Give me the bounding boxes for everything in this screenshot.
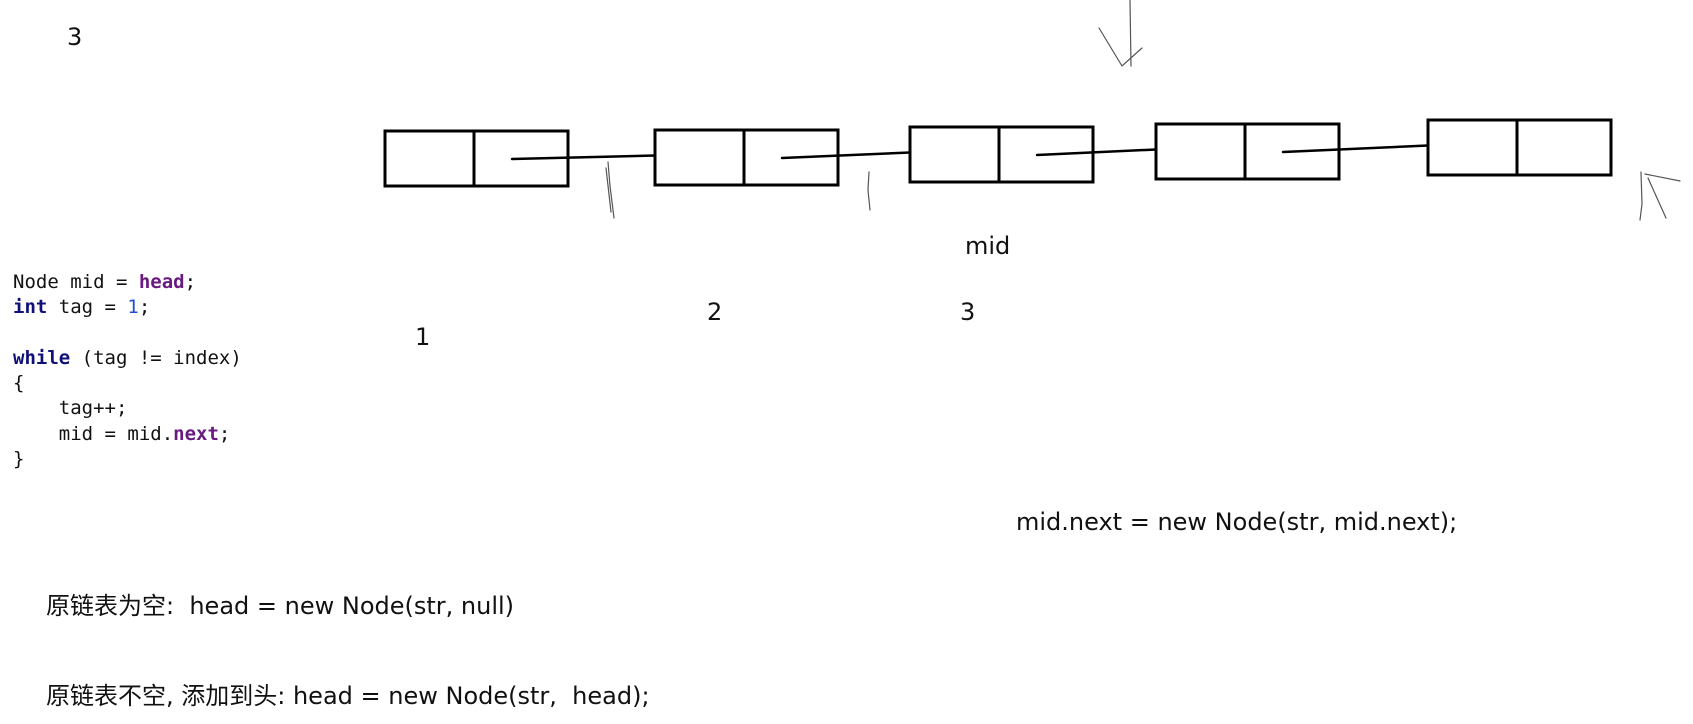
pencil-mark xyxy=(605,161,615,219)
list-node-4 xyxy=(1154,122,1341,181)
code-line: } xyxy=(13,447,242,472)
code-token: ; xyxy=(218,422,231,445)
down-arrow-icon xyxy=(1098,0,1143,67)
code-token: ; xyxy=(184,271,197,293)
top-left-count: 3 xyxy=(67,23,83,51)
code-snippet: Node mid = head;int tag = 1;​while (tag … xyxy=(13,270,242,472)
list-node-5 xyxy=(1426,118,1613,177)
list-node-2 xyxy=(653,128,840,187)
sketch-marks xyxy=(605,0,1681,221)
code-line: int tag = 1; xyxy=(13,295,242,320)
code-token: while xyxy=(13,346,71,369)
code-token: Node mid = xyxy=(13,271,139,293)
code-line: ​ xyxy=(13,321,242,346)
code-line: mid = mid.next; xyxy=(13,422,242,447)
code-token: (tag != index) xyxy=(70,346,242,369)
code-token: tag = xyxy=(47,296,128,319)
code-token: head xyxy=(138,271,185,293)
code-token: tag++; xyxy=(13,397,128,420)
node-index-label-2: 2 xyxy=(707,298,723,326)
pencil-mark xyxy=(1639,171,1681,221)
code-line: { xyxy=(13,371,242,396)
node-group xyxy=(383,118,1613,188)
node-index-label-3: 3 xyxy=(960,298,976,326)
insert-mid-statement: mid.next = new Node(str, mid.next); xyxy=(1016,508,1458,536)
code-line: while (tag != index) xyxy=(13,346,242,371)
code-token: ; xyxy=(138,296,151,319)
pencil-mark xyxy=(867,171,871,211)
next-link-4 xyxy=(1281,144,1430,154)
code-token: mid = mid. xyxy=(13,422,174,445)
next-link-1 xyxy=(510,154,657,161)
mid-pointer-label: mid xyxy=(965,232,1011,260)
code-token: 1 xyxy=(127,296,139,319)
link-group xyxy=(510,144,1430,161)
code-token: int xyxy=(13,296,48,319)
code-line: Node mid = head; xyxy=(13,270,242,295)
empty-list-note: 原链表为空: head = new Node(str, null) xyxy=(46,592,515,620)
code-line: tag++; xyxy=(13,396,242,421)
next-link-2 xyxy=(780,151,912,160)
code-token: { xyxy=(13,372,25,395)
code-token: } xyxy=(13,448,25,471)
node-index-label-1: 1 xyxy=(415,323,431,351)
code-token: next xyxy=(173,422,219,445)
list-node-3 xyxy=(908,125,1095,184)
non-empty-head-note: 原链表不空, 添加到头: head = new Node(str, head); xyxy=(46,682,650,710)
next-link-3 xyxy=(1035,148,1158,157)
